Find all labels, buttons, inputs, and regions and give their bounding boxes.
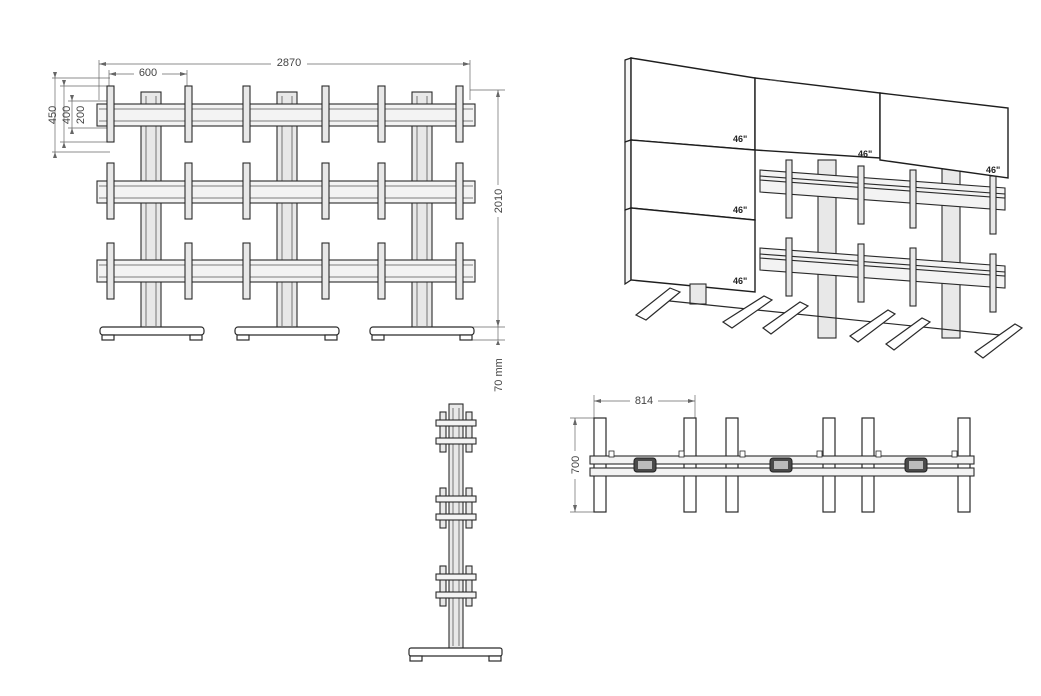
iso-view: 46" 46" 46" 46" 46" <box>624 57 1024 359</box>
size-label-4: 46" <box>733 205 747 215</box>
top-column-clamps <box>633 457 928 473</box>
dimension-panel-pitch: 600 <box>108 66 188 95</box>
top-feet <box>593 417 971 513</box>
dim-label-450: 450 <box>47 106 59 124</box>
iso-feet <box>634 283 1024 359</box>
front-view: 2870 600 <box>47 56 505 392</box>
dim-label-400: 400 <box>61 106 73 124</box>
dimension-bar-heights: 450 400 200 <box>47 72 110 158</box>
dim-label-floor-clearance: 70 mm <box>493 358 505 392</box>
dim-label-total-height: 2010 <box>493 189 505 213</box>
dimension-foot-spacing: 814 <box>593 394 696 418</box>
dim-label-depth: 700 <box>570 456 582 474</box>
front-feet <box>99 326 475 341</box>
dim-label-panel-pitch: 600 <box>139 67 157 79</box>
top-view: 814 700 <box>568 394 975 513</box>
dim-label-foot-spacing: 814 <box>635 395 653 407</box>
iso-displays <box>624 57 1009 293</box>
dimension-total-height: 2010 <box>470 89 505 328</box>
dim-label-total-width: 2870 <box>277 57 301 69</box>
size-label-3: 46" <box>986 165 1000 175</box>
size-label-5: 46" <box>733 276 747 286</box>
iso-size-labels: 46" 46" 46" 46" 46" <box>733 134 1000 286</box>
size-label-1: 46" <box>733 134 747 144</box>
dim-label-200: 200 <box>75 106 87 124</box>
size-label-2: 46" <box>858 149 872 159</box>
dimension-total-width: 2870 <box>98 56 471 100</box>
iso-rack <box>759 159 1006 339</box>
dimension-floor-clearance: 70 mm <box>470 327 505 392</box>
front-vesa-brackets <box>106 85 464 300</box>
side-view <box>408 403 503 662</box>
